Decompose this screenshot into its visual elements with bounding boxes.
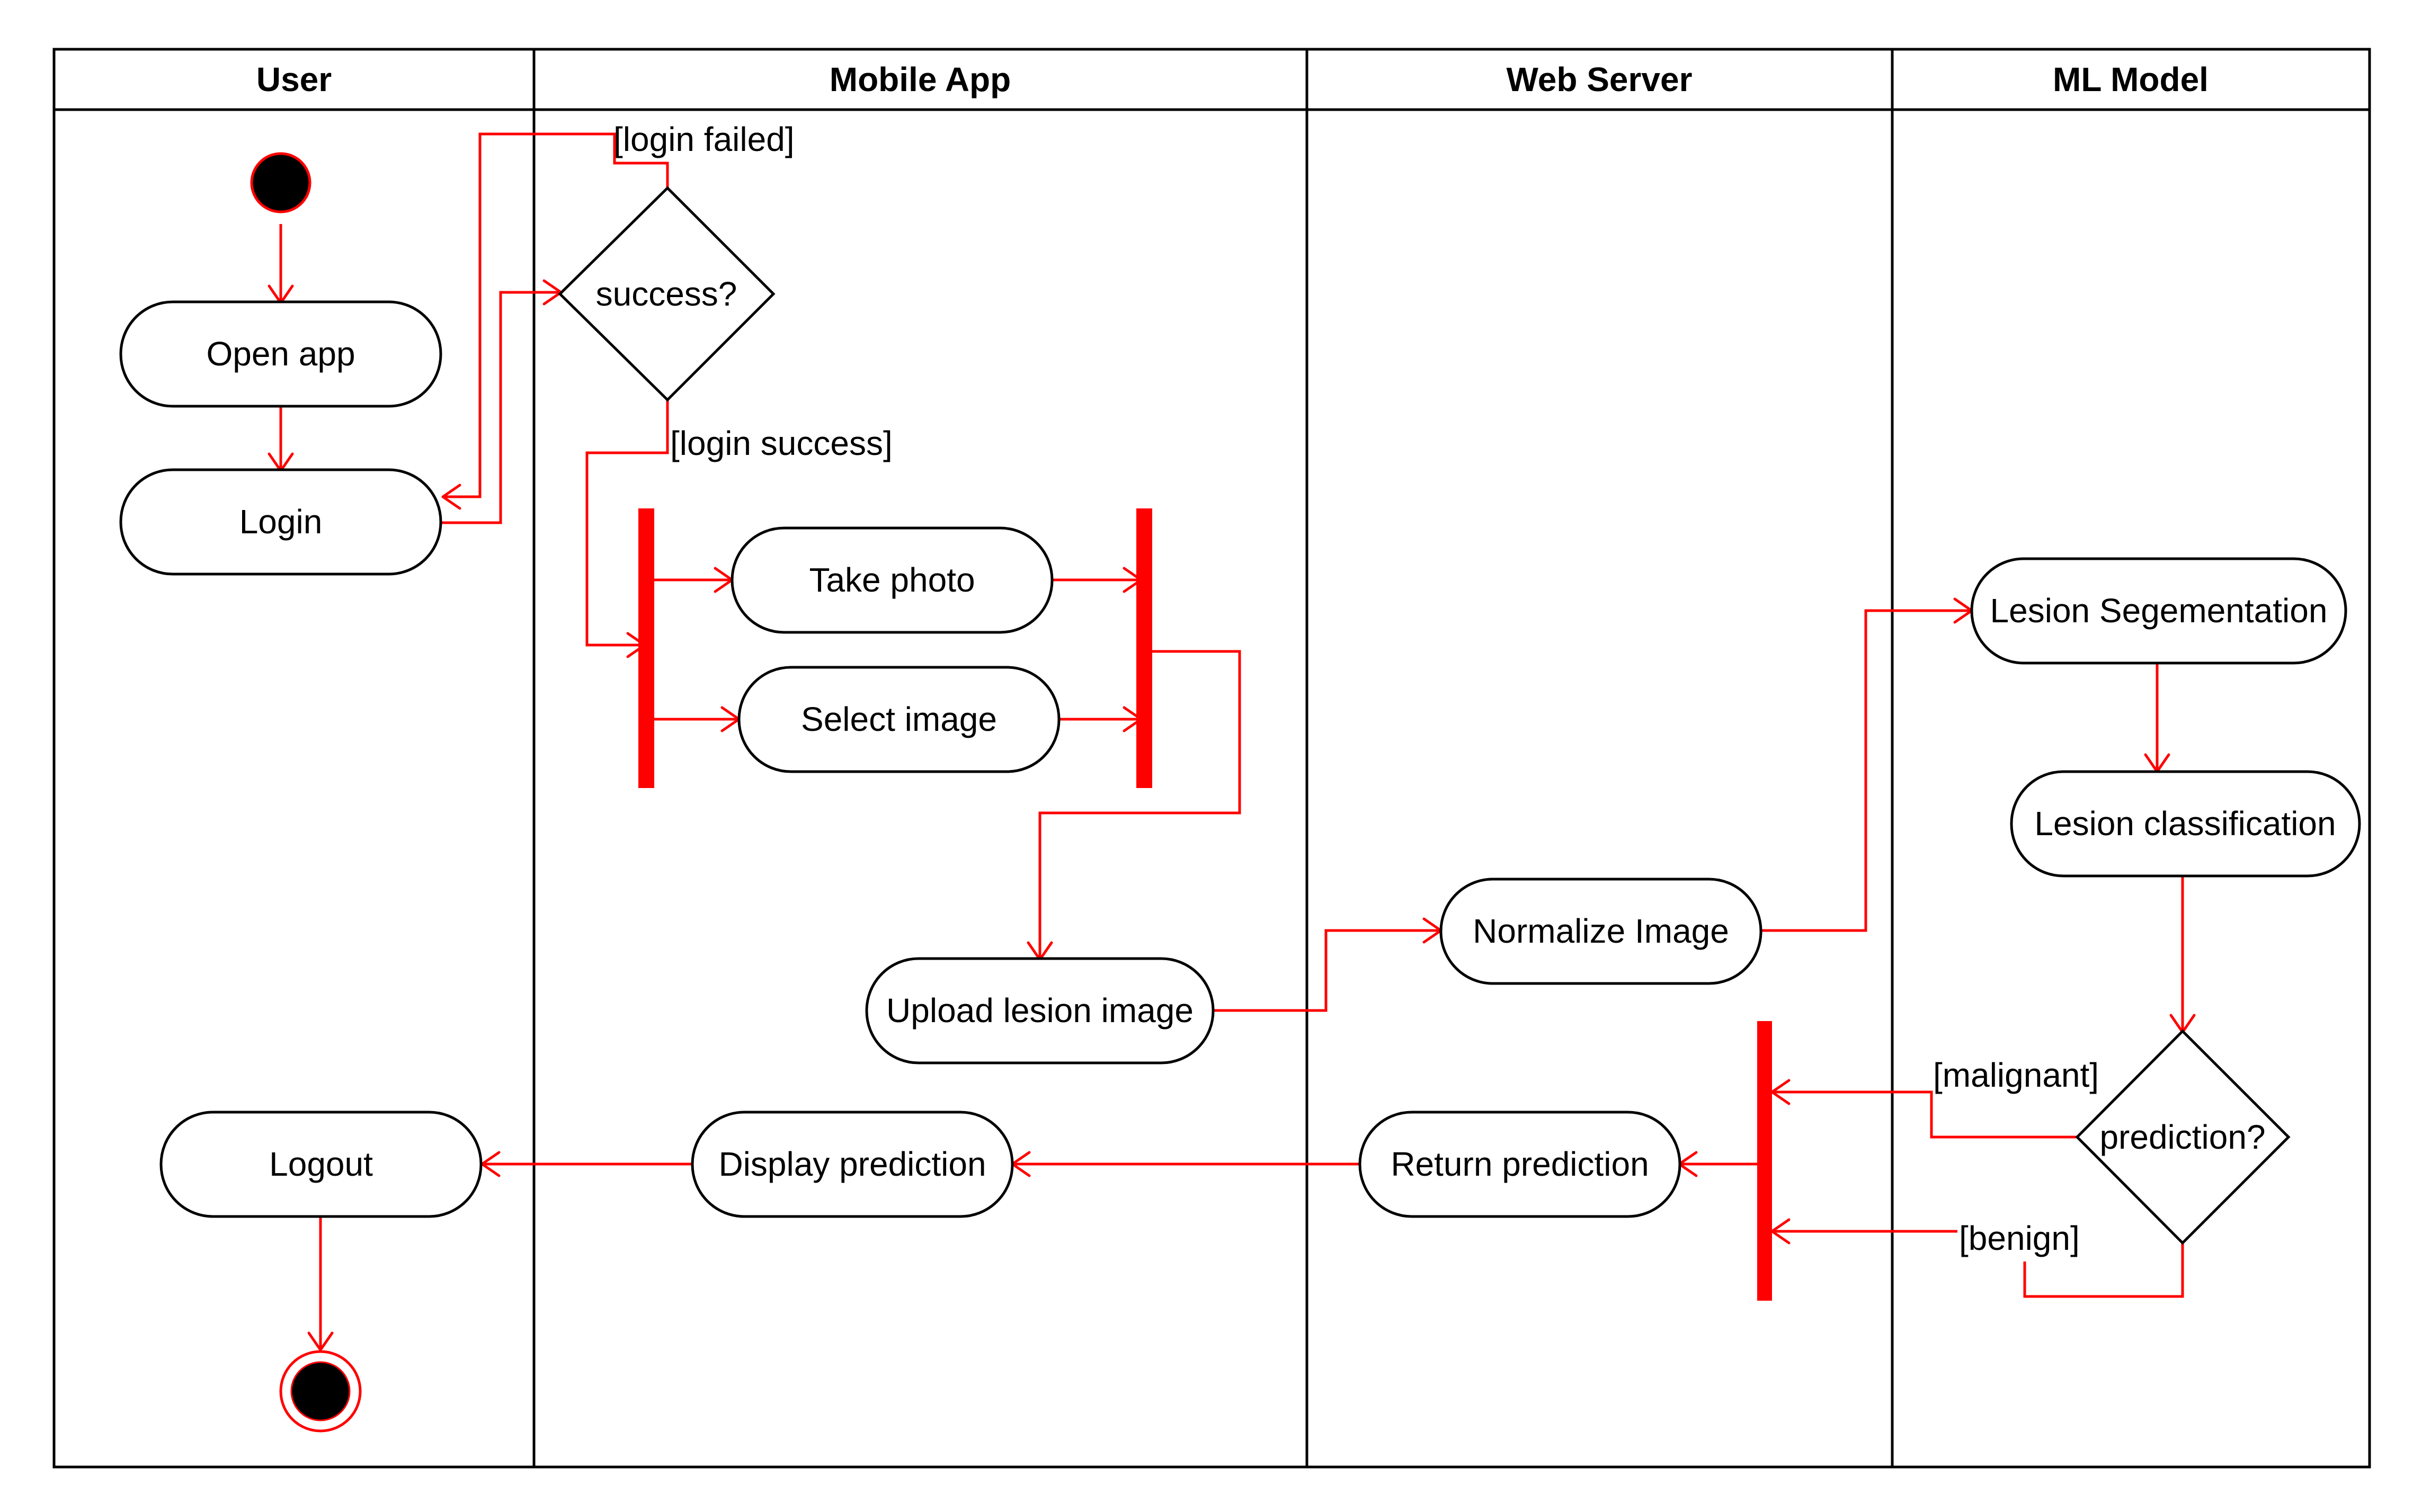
lane-title-web-server: Web Server	[1507, 60, 1693, 99]
lane-title-ml-model: ML Model	[2053, 60, 2209, 99]
action-select-image: Select image	[737, 666, 1061, 773]
flow-benign	[2023, 1243, 2184, 1298]
flow-join-to-upload	[1038, 650, 1241, 959]
action-return-prediction-label: Return prediction	[1391, 1145, 1649, 1183]
action-select-image-label: Select image	[801, 700, 997, 738]
action-normalize-image: Normalize Image	[1439, 878, 1762, 985]
prediction-join-bar	[1757, 1021, 1772, 1301]
flow-login-success	[585, 400, 669, 647]
lane-title-mobile-app: Mobile App	[830, 60, 1011, 99]
action-logout-label: Logout	[269, 1145, 373, 1183]
arrowheads	[268, 279, 2196, 1352]
action-display-prediction-label: Display prediction	[718, 1145, 986, 1183]
action-logout: Logout	[159, 1111, 483, 1218]
action-upload-lesion-image: Upload lesion image	[865, 957, 1215, 1064]
fork-bar	[638, 508, 654, 788]
prediction-decision: prediction?	[2075, 1029, 2291, 1245]
action-open-app-label: Open app	[206, 335, 355, 373]
guard-benign: [benign]	[1959, 1219, 2080, 1257]
action-upload-lesion-image-label: Upload lesion image	[886, 991, 1194, 1030]
action-lesion-segmentation-label: Lesion Segementation	[1990, 592, 2328, 630]
join-bar	[1136, 508, 1152, 788]
flow-normalize-to-segmentation	[1759, 609, 1971, 932]
success-decision: success?	[558, 186, 776, 402]
action-display-prediction: Display prediction	[691, 1111, 1014, 1218]
control-flows	[279, 132, 2184, 1349]
success-decision-label: success?	[596, 275, 737, 313]
action-return-prediction: Return prediction	[1358, 1111, 1681, 1218]
initial-node	[250, 152, 311, 213]
action-login: Login	[119, 468, 442, 576]
guard-login-success: [login success]	[670, 424, 893, 462]
guard-login-failed: [login failed]	[613, 120, 795, 158]
flow-upload-to-normalize	[1213, 929, 1440, 1012]
action-normalize-image-label: Normalize Image	[1473, 912, 1729, 950]
flow-login-failed	[443, 132, 669, 498]
action-lesion-segmentation: Lesion Segementation	[1970, 557, 2347, 665]
action-lesion-classification: Lesion classification	[2010, 770, 2361, 878]
flow-malignant	[1772, 1090, 2077, 1139]
action-take-photo: Take photo	[731, 526, 1054, 634]
action-login-label: Login	[239, 503, 323, 541]
lane-title-user: User	[256, 60, 332, 99]
action-open-app: Open app	[119, 300, 442, 408]
guard-malignant: [malignant]	[1933, 1056, 2099, 1094]
final-node	[279, 1350, 362, 1433]
action-take-photo-label: Take photo	[809, 561, 975, 599]
prediction-decision-label: prediction?	[2099, 1118, 2265, 1156]
flow-login-to-decision	[441, 291, 560, 524]
action-lesion-classification-label: Lesion classification	[2034, 804, 2336, 843]
